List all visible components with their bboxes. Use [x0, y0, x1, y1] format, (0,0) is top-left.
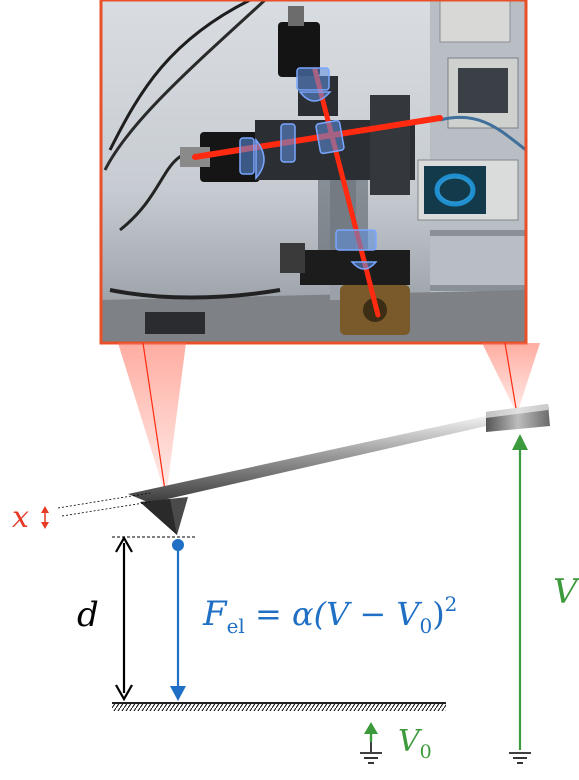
ground-icon-2	[509, 752, 531, 764]
force-arrow	[170, 539, 186, 701]
force-exponent: 2	[445, 592, 458, 616]
gap-arrow	[115, 535, 133, 702]
cantilever-voltage-label: V	[553, 572, 579, 612]
v0-subscript: 0	[420, 741, 432, 763]
deflection-label: x	[12, 500, 29, 535]
setup-photo	[99, 0, 528, 345]
laser-cones	[118, 342, 540, 498]
force-equation: Fel = α(V − V0)2	[202, 592, 457, 638]
deflection-guide-line-2	[61, 501, 151, 517]
ground-icon	[360, 752, 382, 764]
force-subscript: el	[227, 614, 245, 638]
substrate-ground	[112, 702, 446, 711]
deflection-guide-line	[57, 492, 151, 509]
force-rhs-close: )	[432, 595, 444, 633]
force-rhs: = α(V − V	[245, 595, 423, 633]
force-symbol: F	[202, 594, 228, 634]
gap-label: d	[77, 595, 99, 635]
deflection-arrow-icon	[41, 506, 49, 529]
substrate-voltage-arrow	[364, 722, 378, 752]
force-rhs-subscript: 0	[419, 614, 432, 638]
cantilever-beam	[128, 404, 550, 535]
cantilever-voltage-arrow	[512, 434, 528, 750]
substrate-voltage-label: V0	[398, 724, 432, 763]
v0-symbol: V	[398, 724, 423, 759]
